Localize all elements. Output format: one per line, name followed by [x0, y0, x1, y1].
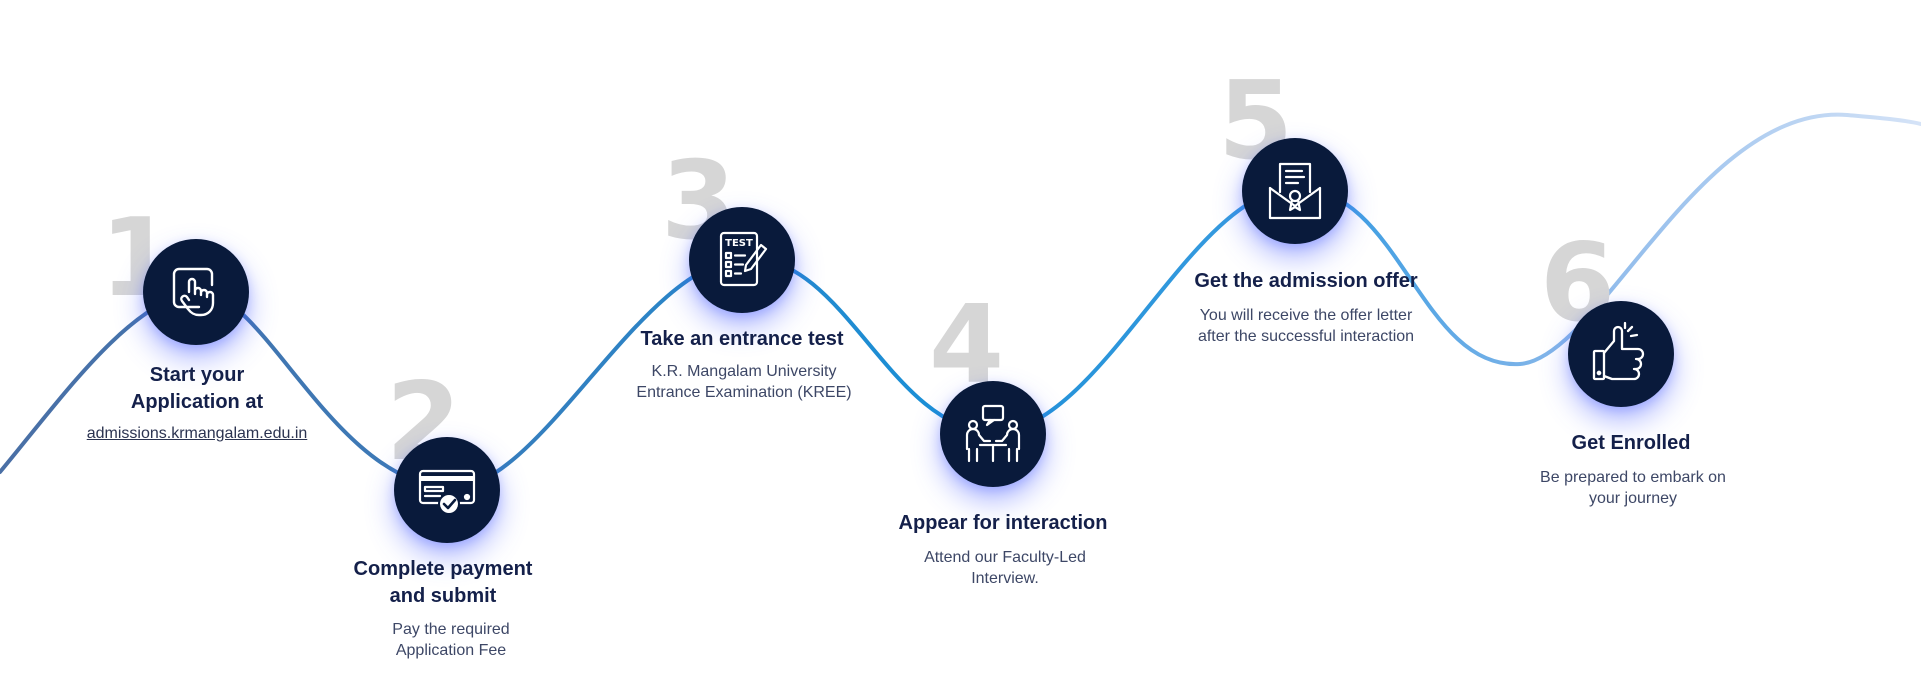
step-title: Get the admission offer: [1194, 270, 1418, 292]
application-link[interactable]: admissions.krmangalam.edu.in: [86, 425, 308, 442]
step-badge: [143, 239, 249, 345]
step-description: Attend our Faculty-Led Interview.: [924, 549, 1086, 587]
step-description: Be prepared to embark on your journey: [1540, 469, 1726, 507]
step-title: Appear for interaction: [898, 512, 1108, 534]
step-badge: [940, 381, 1046, 487]
thumbs-up-icon: [1592, 321, 1645, 381]
step-title: Get Enrolled: [1571, 432, 1691, 454]
step-badge: [1242, 138, 1348, 244]
step-badge: TEST: [689, 207, 795, 313]
step-badge: [1568, 301, 1674, 407]
step-badge: [394, 437, 500, 543]
step-description: K.R. Mangalam University Entrance Examin…: [636, 363, 852, 401]
payment-card-icon: [418, 469, 476, 515]
interview-icon: [965, 404, 1021, 463]
test-paper-icon: TEST: [719, 231, 768, 287]
step-description: You will receive the offer letter after …: [1197, 307, 1415, 345]
step-title: Take an entrance test: [640, 328, 844, 350]
step-title: Complete payment and submit: [353, 558, 533, 607]
svg-text:TEST: TEST: [725, 238, 753, 249]
step-title: Start your Application at: [130, 364, 264, 413]
touch-screen-icon: [172, 267, 215, 317]
step-description: Pay the required Application Fee: [392, 621, 510, 659]
offer-letter-icon: [1268, 162, 1322, 220]
